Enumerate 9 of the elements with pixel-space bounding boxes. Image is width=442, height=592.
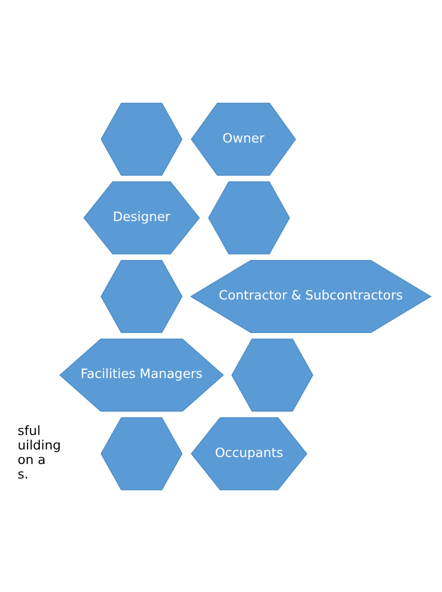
label: on a bbox=[18, 452, 46, 468]
node-hexagon bbox=[208, 180, 290, 254]
node-hexagon bbox=[100, 416, 183, 490]
label: s. bbox=[18, 466, 28, 482]
node-hexagon bbox=[100, 260, 183, 332]
label: uilding bbox=[18, 438, 61, 454]
node-hexagon bbox=[231, 338, 314, 412]
node-hexagon bbox=[100, 102, 183, 176]
label: sful bbox=[18, 424, 41, 439]
